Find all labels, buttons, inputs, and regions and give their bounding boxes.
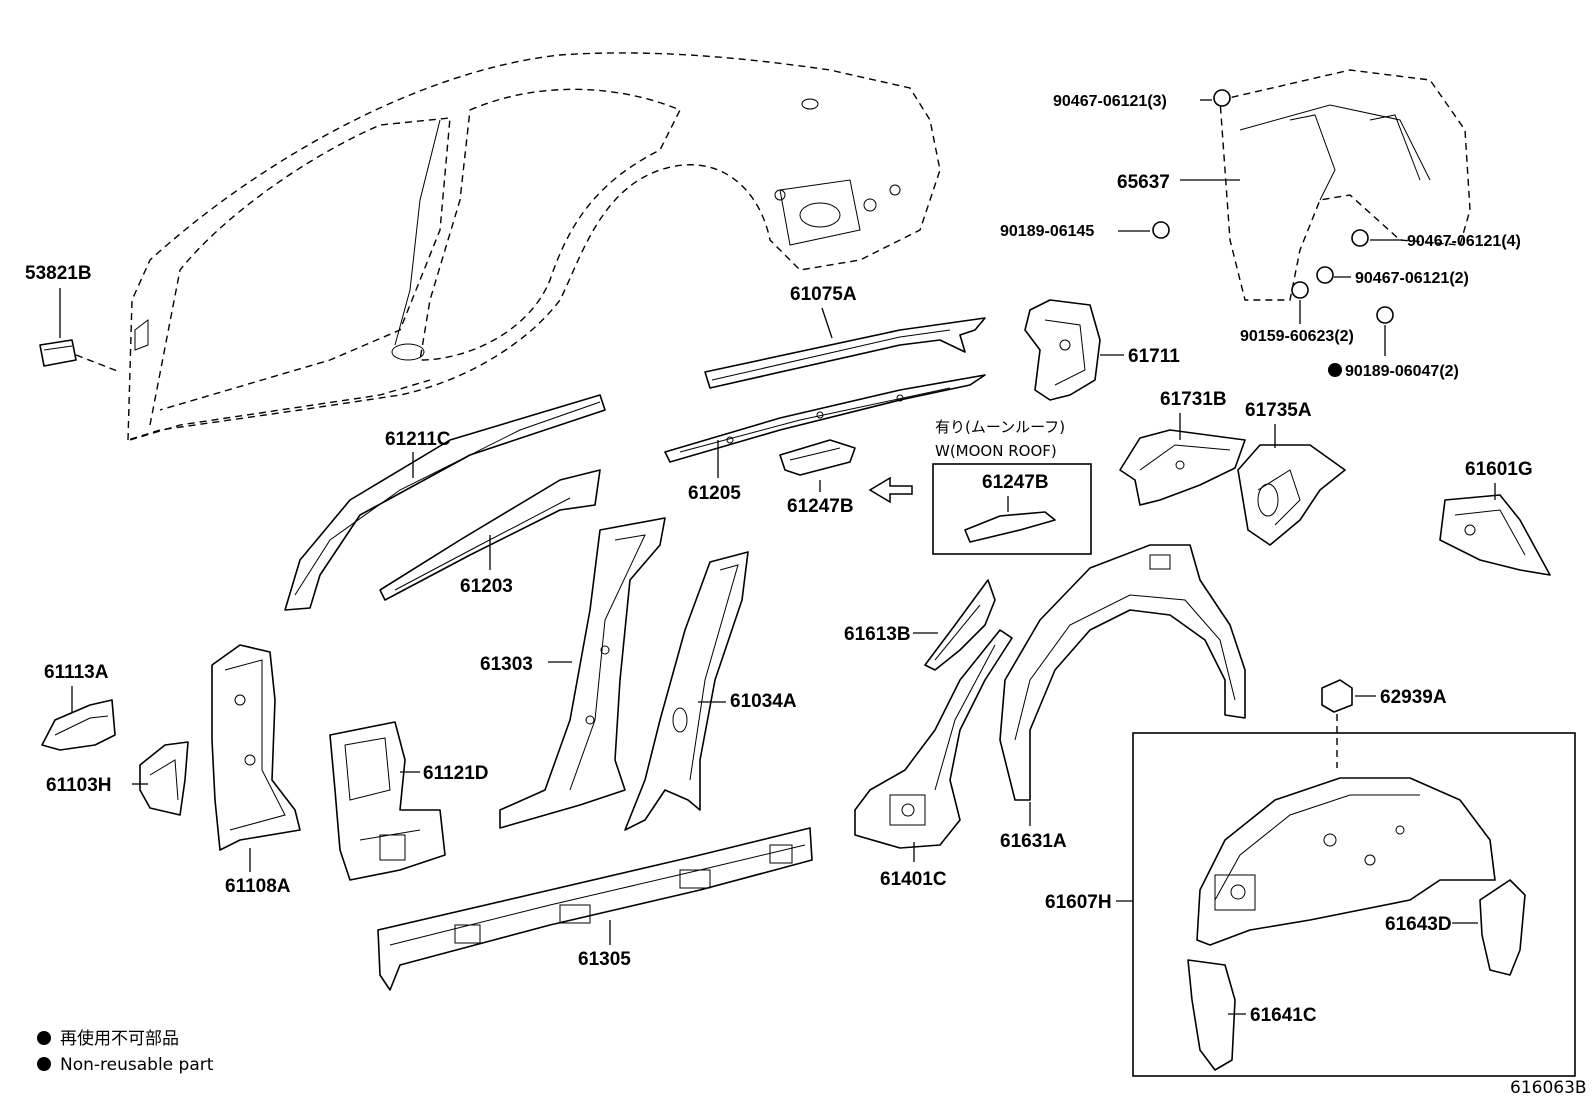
part-61303	[499, 517, 666, 829]
part-61735A	[1237, 444, 1346, 546]
part-61643D	[1479, 879, 1526, 976]
part-53821B	[39, 339, 121, 373]
label-61305: 61305	[578, 949, 631, 970]
label-61643D: 61643D	[1385, 914, 1452, 935]
label-61205: 61205	[688, 483, 741, 504]
moonroof-note-jp: 有り(ムーンルーフ)	[935, 418, 1065, 436]
legend-dot-icon	[37, 1031, 51, 1045]
label-61121D: 61121D	[423, 763, 489, 784]
label-61303: 61303	[480, 654, 533, 675]
body-side-outer-panel	[127, 52, 941, 441]
label-62939A: 62939A	[1380, 687, 1447, 708]
label-f2: 90189-06145	[1000, 223, 1094, 240]
diagram-id: 616063B	[1510, 1078, 1587, 1098]
label-f5: 90159-60623(2)	[1240, 328, 1354, 345]
label-61034A: 61034A	[730, 691, 797, 712]
part-61247B	[779, 439, 856, 476]
label-61735A: 61735A	[1245, 400, 1312, 421]
part-61731B	[1119, 429, 1246, 506]
moonroof-note-en: W(MOON ROOF)	[935, 442, 1057, 460]
part-61641C	[1187, 959, 1236, 1071]
label-f3: 90467-06121(4)	[1407, 233, 1521, 250]
part-61613B	[924, 579, 996, 671]
part-61034A	[624, 551, 749, 831]
label-61607H: 61607H	[1045, 892, 1112, 913]
label-f6: 90189-06047(2)	[1345, 363, 1459, 380]
part-61103H	[139, 741, 189, 816]
part-61108A	[211, 644, 301, 851]
label-65637: 65637	[1117, 172, 1170, 193]
label-61211C: 61211C	[385, 429, 451, 450]
label-61731B: 61731B	[1160, 389, 1227, 410]
fastener-icons	[1152, 89, 1394, 324]
non-reusable-dot-icon	[1328, 363, 1342, 377]
legend-jp: 再使用不可部品	[60, 1028, 179, 1049]
part-61121D	[329, 721, 446, 881]
legend-en: Non-reusable part	[60, 1055, 214, 1075]
label-61108A: 61108A	[225, 876, 291, 897]
label-61641C: 61641C	[1250, 1005, 1317, 1026]
label-61247B-b: 61247B	[982, 472, 1049, 493]
arrow-icon	[868, 476, 913, 504]
label-61075A: 61075A	[790, 284, 857, 305]
label-f4: 90467-06121(2)	[1355, 270, 1469, 287]
label-61103H: 61103H	[46, 775, 112, 796]
label-53821B: 53821B	[25, 263, 92, 284]
part-61631A	[999, 544, 1246, 801]
label-61113A: 61113A	[44, 662, 109, 683]
label-61613B: 61613B	[844, 624, 911, 645]
moonroof-box	[932, 463, 1092, 555]
label-61401C: 61401C	[880, 869, 947, 890]
part-61711	[1024, 299, 1101, 401]
part-61211C	[284, 394, 606, 611]
label-61711: 61711	[1128, 346, 1180, 367]
part-61601G	[1439, 494, 1551, 576]
part-61205	[664, 374, 986, 463]
legend-dot-icon-2	[37, 1057, 51, 1071]
part-61113A	[41, 699, 116, 751]
label-61601G: 61601G	[1465, 459, 1533, 480]
part-65637	[1219, 69, 1471, 301]
part-61075A	[704, 317, 986, 389]
label-61631A: 61631A	[1000, 831, 1067, 852]
part-61401C	[854, 629, 1013, 849]
part-61305	[377, 827, 813, 991]
label-f1: 90467-06121(3)	[1053, 93, 1167, 110]
part-61247B-moonroof	[964, 511, 1056, 543]
part-62939A	[1321, 679, 1353, 713]
wheelhouse-box	[1132, 732, 1576, 1077]
label-61203: 61203	[460, 576, 513, 597]
part-61607H	[1196, 777, 1496, 946]
label-61247B-a: 61247B	[787, 496, 854, 517]
